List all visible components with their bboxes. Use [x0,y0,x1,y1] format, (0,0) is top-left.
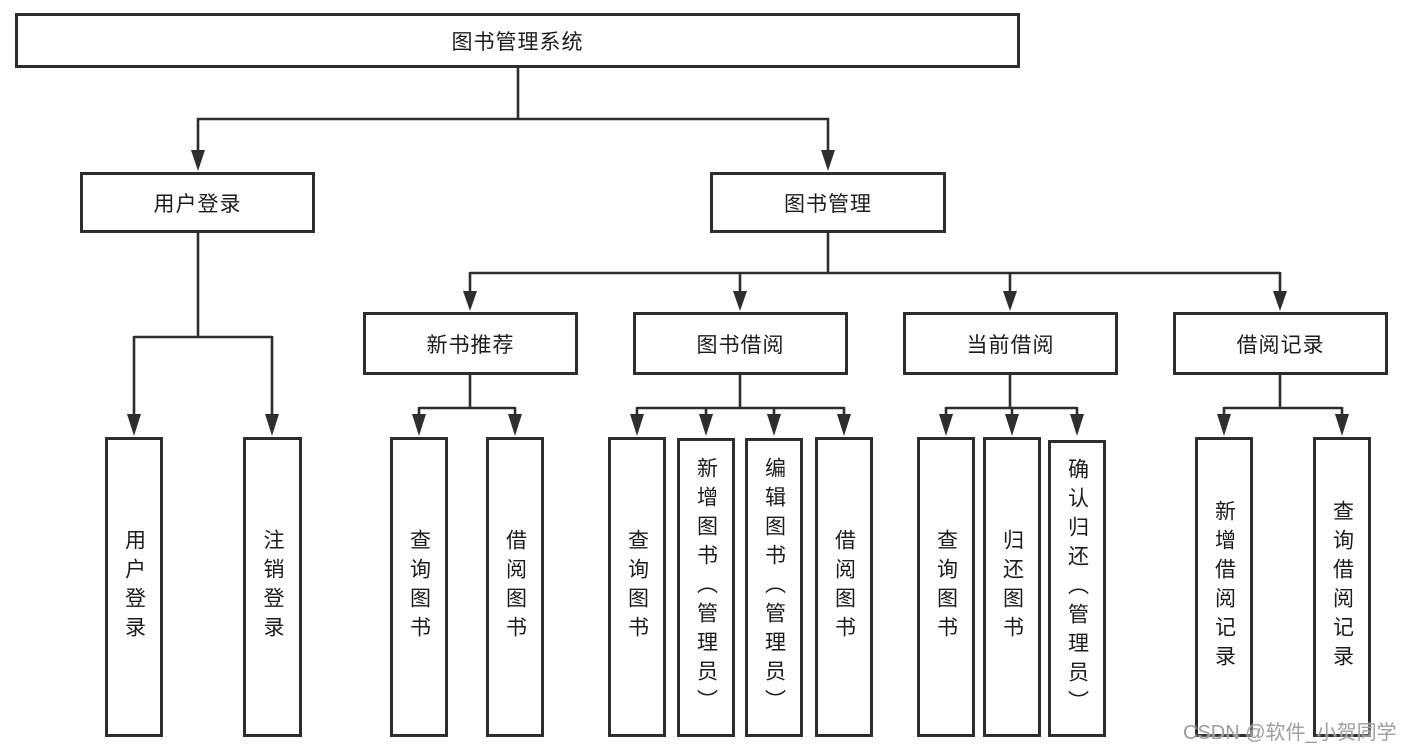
leaf-borrow-books: 借阅图书 [815,437,873,737]
node-book-management: 图书管理 [710,172,946,233]
leaf-add-borrow-record: 新增借阅记录 [1195,437,1253,737]
leaf-user-login: 用户登录 [105,437,163,737]
leaf-query-books-borrow-label: 查询图书 [625,529,649,645]
node-book-borrowing: 图书借阅 [633,312,848,375]
leaf-borrow-books-recommend-label: 借阅图书 [503,529,527,645]
node-current-borrowing: 当前借阅 [903,312,1118,375]
leaf-query-books-recommend-label: 查询图书 [407,529,431,645]
node-borrowing-records-label: 借阅记录 [1236,333,1325,357]
node-library-management-system: 图书管理系统 [15,13,1020,68]
leaf-add-books-admin: 新增图书（管理员） [677,438,735,737]
node-book-management-label: 图书管理 [784,192,872,216]
leaf-query-books-recommend: 查询图书 [390,437,448,737]
node-new-book-recommendation: 新书推荐 [363,312,578,375]
leaf-query-borrow-record: 查询借阅记录 [1313,437,1371,737]
leaf-confirm-return-admin: 确认归还（管理员） [1048,440,1106,737]
leaf-return-books: 归还图书 [983,437,1041,737]
leaf-confirm-return-admin-label: 确认归还（管理员） [1065,458,1089,719]
node-book-borrowing-label: 图书借阅 [696,333,785,357]
csdn-watermark: CSDN @软件_小贺同学 [1183,722,1397,744]
node-user-login-label: 用户登录 [153,192,242,216]
node-library-management-system-label: 图书管理系统 [451,30,584,54]
leaf-borrow-books-recommend: 借阅图书 [486,437,544,737]
node-user-login: 用户登录 [80,172,315,233]
leaf-query-books-current-label: 查询图书 [934,529,958,645]
leaf-logout: 注销登录 [243,437,302,737]
leaf-query-books-borrow: 查询图书 [608,437,666,737]
leaf-query-books-current: 查询图书 [917,437,975,737]
leaf-return-books-label: 归还图书 [1000,529,1024,645]
leaf-borrow-books-label: 借阅图书 [832,529,856,645]
node-current-borrowing-label: 当前借阅 [966,333,1055,357]
leaf-edit-books-admin-label: 编辑图书（管理员） [762,457,786,718]
leaf-edit-books-admin: 编辑图书（管理员） [745,438,803,737]
leaf-query-borrow-record-label: 查询借阅记录 [1330,500,1354,674]
node-new-book-recommendation-label: 新书推荐 [426,333,515,357]
leaf-logout-label: 注销登录 [261,529,284,645]
leaf-add-borrow-record-label: 新增借阅记录 [1212,500,1236,674]
node-borrowing-records: 借阅记录 [1173,312,1388,375]
leaf-user-login-label: 用户登录 [122,529,146,645]
leaf-add-books-admin-label: 新增图书（管理员） [694,457,718,718]
